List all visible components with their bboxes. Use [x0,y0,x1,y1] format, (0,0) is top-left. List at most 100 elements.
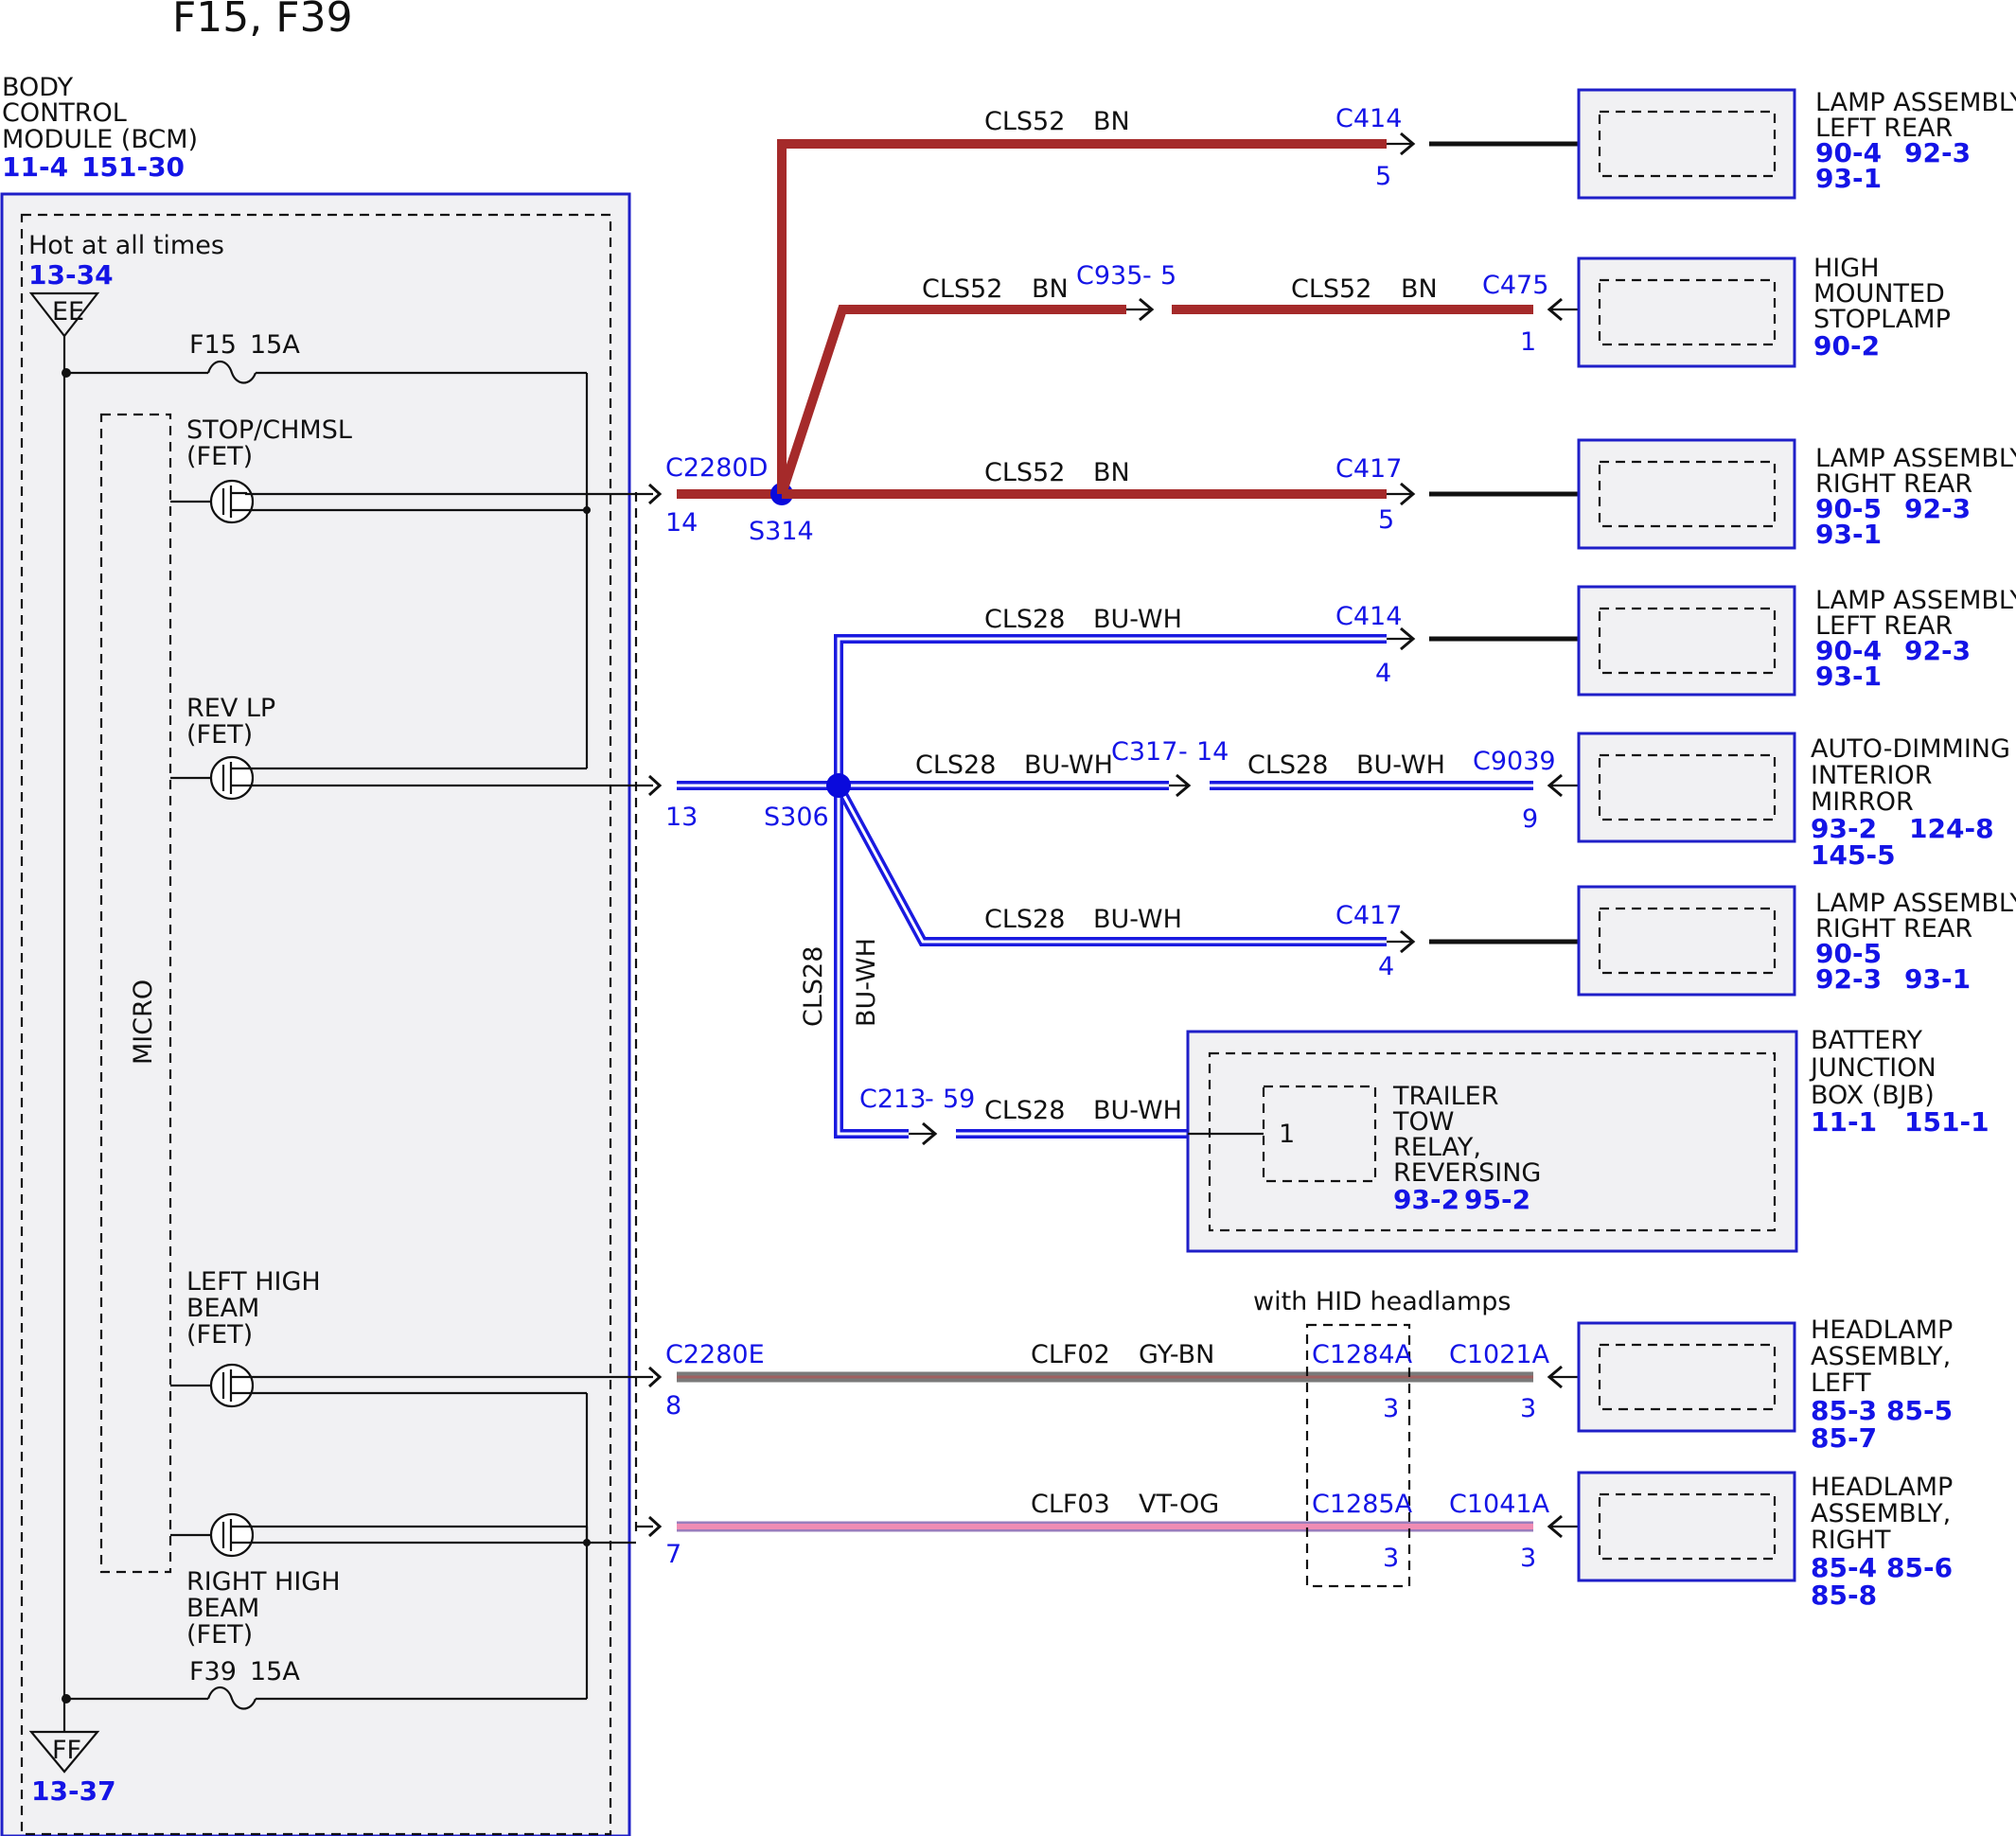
wire-bn-to-c935[interactable] [777,305,1126,496]
lbl-r7-circuit: CLS28 [984,1096,1065,1125]
fuse-f39-rating: 15A [250,1657,300,1686]
component-headlamp-left[interactable]: HEADLAMP ASSEMBLY, LEFT 85-3 85-5 85-7 [1577,1315,1953,1454]
r5-conn: C9039 [1473,747,1556,776]
right-high-feed-dot [583,1539,591,1546]
lbl-r5b-circuit: CLS28 [1247,750,1328,780]
c935-dash: - [1142,261,1152,291]
buwh-circuit-group[interactable] [636,634,1533,1139]
svg-text:BATTERY: BATTERY [1811,1026,1923,1055]
svg-text:LAMP ASSEMBLY,: LAMP ASSEMBLY, [1815,88,2016,117]
bus-ff-label: FF [52,1736,81,1765]
fet-stop-line-2: (FET) [186,442,253,471]
fet-left-high-line-3: (FET) [186,1320,253,1350]
component-battery-junction-box[interactable]: 1 TRAILER TOW RELAY, REVERSING 93-2 95-2… [1186,1026,1989,1253]
bcm-name-line-2: CONTROL [2,98,127,128]
fet-right-high [170,1512,636,1558]
lbl-r5b-color: BU-WH [1356,750,1445,780]
svg-text:93-2: 93-2 [1393,1184,1459,1215]
wire-labels: CLS52 BN CLS52 BN CLS52 BN CLS52 BN CLS2… [799,107,1445,1519]
svg-text:85-8: 85-8 [1811,1580,1877,1611]
lbl-vertical-color: BU-WH [852,938,881,1027]
svg-text:MIRROR: MIRROR [1811,787,1914,817]
bcm-ref-1[interactable]: 11-4 [2,151,68,183]
lbl-r6-color: BU-WH [1093,905,1182,934]
hl-right-hid-conn: C1285A [1312,1490,1413,1519]
fuse-f15-symbol [206,360,257,384]
component-lamp-right-rear-2[interactable]: LAMP ASSEMBLY, RIGHT REAR 90-5 92-3 93-1 [1577,885,2016,997]
lbl-r2b-color: BN [1401,274,1438,304]
svg-text:LEFT REAR: LEFT REAR [1815,611,1953,641]
r3-pin: 5 [1378,505,1394,535]
hid-note: with HID headlamps [1253,1287,1511,1316]
component-auto-dimming-mirror[interactable]: AUTO-DIMMING INTERIOR MIRROR 93-2 124-8 … [1577,732,2010,871]
hl-right-conn: C1041A [1449,1490,1550,1519]
svg-text:93-1: 93-1 [1815,661,1882,692]
svg-text:93-1: 93-1 [1815,519,1882,550]
lbl-r3-circuit: CLS52 [984,458,1065,487]
svg-text:90-4: 90-4 [1815,137,1882,168]
lbl-hl-left-color: GY-BN [1139,1340,1214,1369]
svg-text:92-3: 92-3 [1904,137,1971,168]
stop-feed-dot [583,506,591,514]
bus-ff-ref[interactable]: 13-37 [31,1775,116,1807]
c317-name: C317 [1111,737,1177,767]
svg-text:LAMP ASSEMBLY,: LAMP ASSEMBLY, [1815,889,2016,918]
fuse-f15-rating: 15A [250,330,300,360]
svg-text:92-3: 92-3 [1815,963,1882,995]
hl-left-hid-pin: 3 [1383,1394,1399,1423]
fuse-f39-symbol [206,1686,257,1710]
component-headlamp-right[interactable]: HEADLAMP ASSEMBLY, RIGHT 85-4 85-6 85-8 [1577,1471,1953,1611]
hl-left-pin: 3 [1520,1394,1536,1423]
bcm-name-line-3: MODULE (BCM) [2,125,198,154]
svg-text:90-5: 90-5 [1815,938,1882,969]
lbl-r3-color: BN [1093,458,1130,487]
component-lamp-left-rear-1[interactable]: LAMP ASSEMBLY, LEFT REAR 90-4 92-3 93-1 [1577,88,2016,200]
c317-pin: 14 [1196,737,1229,767]
component-high-mounted-stoplamp[interactable]: HIGH MOUNTED STOPLAMP 90-2 [1577,254,1951,368]
wire-bn-to-c414[interactable] [777,139,1387,494]
c2280d-pin-14: 14 [665,508,698,538]
fuse-f15-id: F15 [189,330,237,360]
r5-pin: 9 [1522,804,1538,834]
fet-right-high-line-3: (FET) [186,1620,253,1650]
component-lamp-left-rear-2[interactable]: LAMP ASSEMBLY, LEFT REAR 90-4 92-3 93-1 [1577,585,2016,697]
lbl-hl-right-color: VT-OG [1139,1490,1219,1519]
bus-ee-triangle [28,291,100,338]
c317-dash: - [1178,737,1188,767]
svg-text:AUTO-DIMMING: AUTO-DIMMING [1811,734,2010,764]
hid-connector-box [1305,1323,1411,1588]
lbl-vertical-circuit: CLS28 [799,946,828,1027]
c935-pin: 5 [1160,261,1176,291]
svg-text:JUNCTION: JUNCTION [1809,1053,1936,1083]
connector-labels[interactable]: C2280D 14 S314 13 S306 C2280E 8 7 C414 5… [665,104,1556,1573]
r1-pin: 5 [1375,162,1391,191]
fet-stop-line-1: STOP/CHMSL [186,415,352,445]
lbl-r6-circuit: CLS28 [984,905,1065,934]
splice-s314-label: S314 [749,517,814,546]
svg-text:LEFT: LEFT [1811,1368,1871,1398]
bn-circuit-group[interactable] [636,139,1533,505]
bcm-module[interactable]: BODY CONTROL MODULE (BCM) 11-4 151-30 Ho… [0,73,636,1836]
svg-text:85-4: 85-4 [1811,1552,1877,1583]
c213-pin: 59 [943,1085,975,1114]
component-lamp-right-rear-1[interactable]: LAMP ASSEMBLY, RIGHT REAR 90-5 92-3 93-1 [1577,438,2016,550]
headlamp-circuit-group[interactable]: with HID headlamps [636,1287,1533,1588]
r1-conn: C414 [1335,104,1402,133]
r6-conn: C417 [1335,901,1402,930]
svg-text:145-5: 145-5 [1811,839,1896,871]
micro-label: MICRO [129,980,158,1065]
splice-s306[interactable] [826,773,851,798]
svg-text:90-4: 90-4 [1815,635,1882,666]
svg-text:93-1: 93-1 [1815,163,1882,194]
svg-text:92-3: 92-3 [1904,493,1971,524]
hl-right-pin: 3 [1520,1544,1536,1573]
svg-text:90-5: 90-5 [1815,493,1882,524]
fet-left-high [170,1363,636,1408]
svg-text:TOW: TOW [1392,1107,1454,1137]
svg-text:HEADLAMP: HEADLAMP [1811,1315,1953,1345]
r2-conn: C475 [1482,271,1548,300]
hot-ref[interactable]: 13-34 [28,259,114,291]
bcm-ref-2[interactable]: 151-30 [81,151,185,183]
